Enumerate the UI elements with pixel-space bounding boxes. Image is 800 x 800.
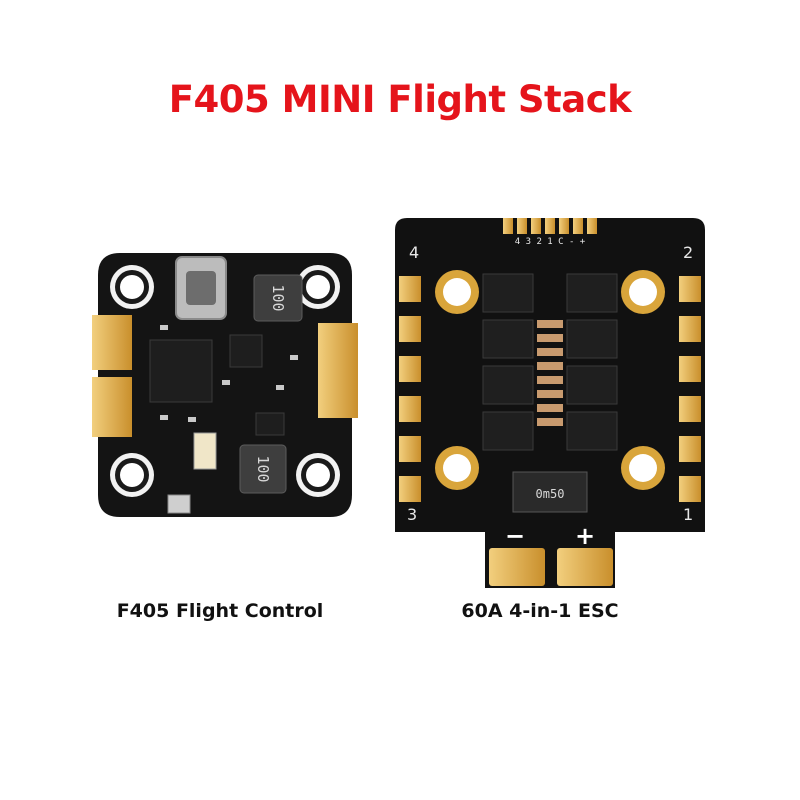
esc-signal-pads [503,218,597,234]
esc-shunt-resistor [512,471,588,513]
esc-pad-labels: 4 3 2 1 C - + [515,237,586,247]
svg-text:0m50: 0m50 [536,487,565,501]
fc-connector-right [318,323,358,418]
esc-corner-4: 4 [409,243,419,262]
page-title: F405 MINI Flight Stack [168,78,632,121]
svg-text:100: 100 [269,284,287,311]
fc-mcu-chip [149,339,213,403]
esc-caption: 60A 4-in-1 ESC [461,600,619,622]
fc-inductor-top [253,274,303,322]
esc-corner-2: 2 [683,243,693,262]
esc-plus-sign: + [575,522,595,550]
esc-pcb [395,218,705,588]
esc-center-resistors [537,320,563,426]
esc-power-pad-positive [557,548,613,586]
flight-control-caption: F405 Flight Control [116,600,324,622]
esc-power-pad-negative [489,548,545,586]
esc-corner-3: 3 [407,505,417,524]
fc-connector-left-top [92,315,132,370]
fc-connector-left-bottom [92,377,132,437]
esc-mosfets [482,273,618,451]
esc-motor-pads [399,276,701,502]
svg-text:100: 100 [254,455,272,482]
fc-boot-button [167,494,191,514]
flight-controller-board: 100 100 [92,253,358,517]
fc-mounting-holes [110,265,340,497]
fc-inductor-bottom [239,444,287,494]
esc-board: 4 2 3 1 4 3 2 1 C - + 0m50 − [395,218,705,588]
esc-corner-1: 1 [683,505,693,524]
esc-minus-sign: − [505,522,525,550]
fc-solder-pads [193,432,217,470]
esc-mounting-holes [435,270,665,490]
